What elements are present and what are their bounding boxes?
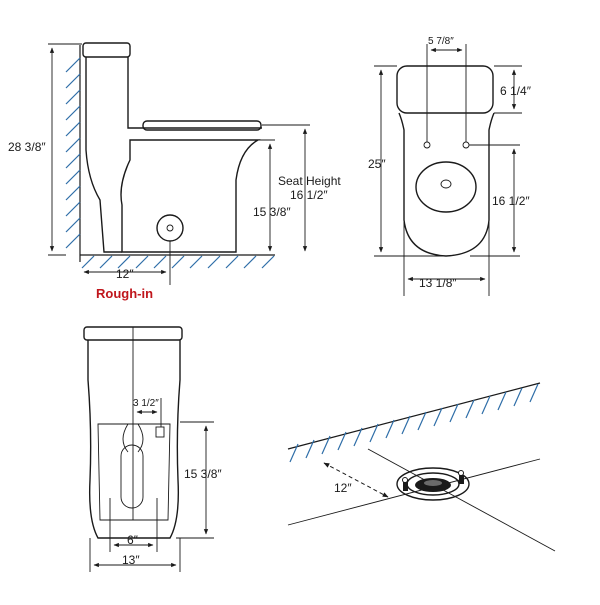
dim-rough-in: 12″ Rough-in (83, 241, 171, 301)
toilet-top-outline (396, 65, 495, 257)
dim-width: 13 1/8″ (403, 222, 490, 296)
supply-offset-label: 3 1/2″ (133, 398, 159, 409)
floor-hatch (80, 254, 275, 269)
dim-total-height: 28 3/8″ (8, 43, 82, 256)
perspective-floor-lines (287, 448, 556, 552)
top-view: 5 7/8″ 6 1/4″ 25″ 16 1/2″ 13 (368, 36, 532, 296)
perspective-wall (287, 382, 541, 463)
bowl-length-label: 16 1/2″ (492, 194, 530, 208)
toilet-front-outline (83, 326, 183, 539)
length-total-label: 25″ (368, 157, 386, 171)
width-label: 13 1/8″ (419, 276, 457, 290)
dim-supply-offset: 3 1/2″ (133, 398, 162, 427)
bowl-height-label: 15 3/8″ (253, 205, 291, 219)
toilet-flange (396, 467, 470, 501)
base-inner-label: 6″ (127, 533, 139, 547)
seat-height-value: 16 1/2″ (290, 188, 328, 202)
front-view: 3 1/2″ 15 3/8″ 6″ 13″ (83, 326, 222, 572)
dim-base-inner: 6″ (109, 520, 158, 552)
front-bowl-height-label: 15 3/8″ (184, 467, 222, 481)
bolt-spacing-label: 5 7/8″ (428, 36, 454, 47)
seat-height-title: Seat Height (278, 174, 341, 188)
toilet-side-outline (82, 42, 262, 253)
wall-hatch (65, 45, 81, 262)
side-view: 28 3/8″ Seat Height 16 1/2″ 15 3/8″ 12″ … (8, 42, 341, 301)
dim-base-outer: 13″ (89, 538, 181, 572)
dim-bowl-length: 16 1/2″ (469, 144, 530, 257)
dim-length-total: 25″ (368, 65, 446, 257)
floor-flange-view: 12″ (287, 382, 556, 552)
total-height-label: 28 3/8″ (8, 140, 46, 154)
floor-rough-in-label: 12″ (334, 481, 352, 495)
dim-bolt-spacing: 5 7/8″ (426, 36, 467, 142)
tank-depth-label: 6 1/4″ (500, 84, 532, 98)
dim-tank-depth: 6 1/4″ (494, 65, 532, 114)
dim-bowl-height: 15 3/8″ (240, 139, 291, 252)
dim-seat-height: Seat Height 16 1/2″ (262, 124, 341, 252)
base-outer-label: 13″ (122, 553, 140, 567)
rough-in-dim-label: 12″ (116, 267, 134, 281)
dim-floor-rough-in: 12″ (323, 462, 389, 498)
rough-in-label: Rough-in (96, 286, 153, 301)
dim-front-bowl-height: 15 3/8″ (176, 421, 222, 539)
